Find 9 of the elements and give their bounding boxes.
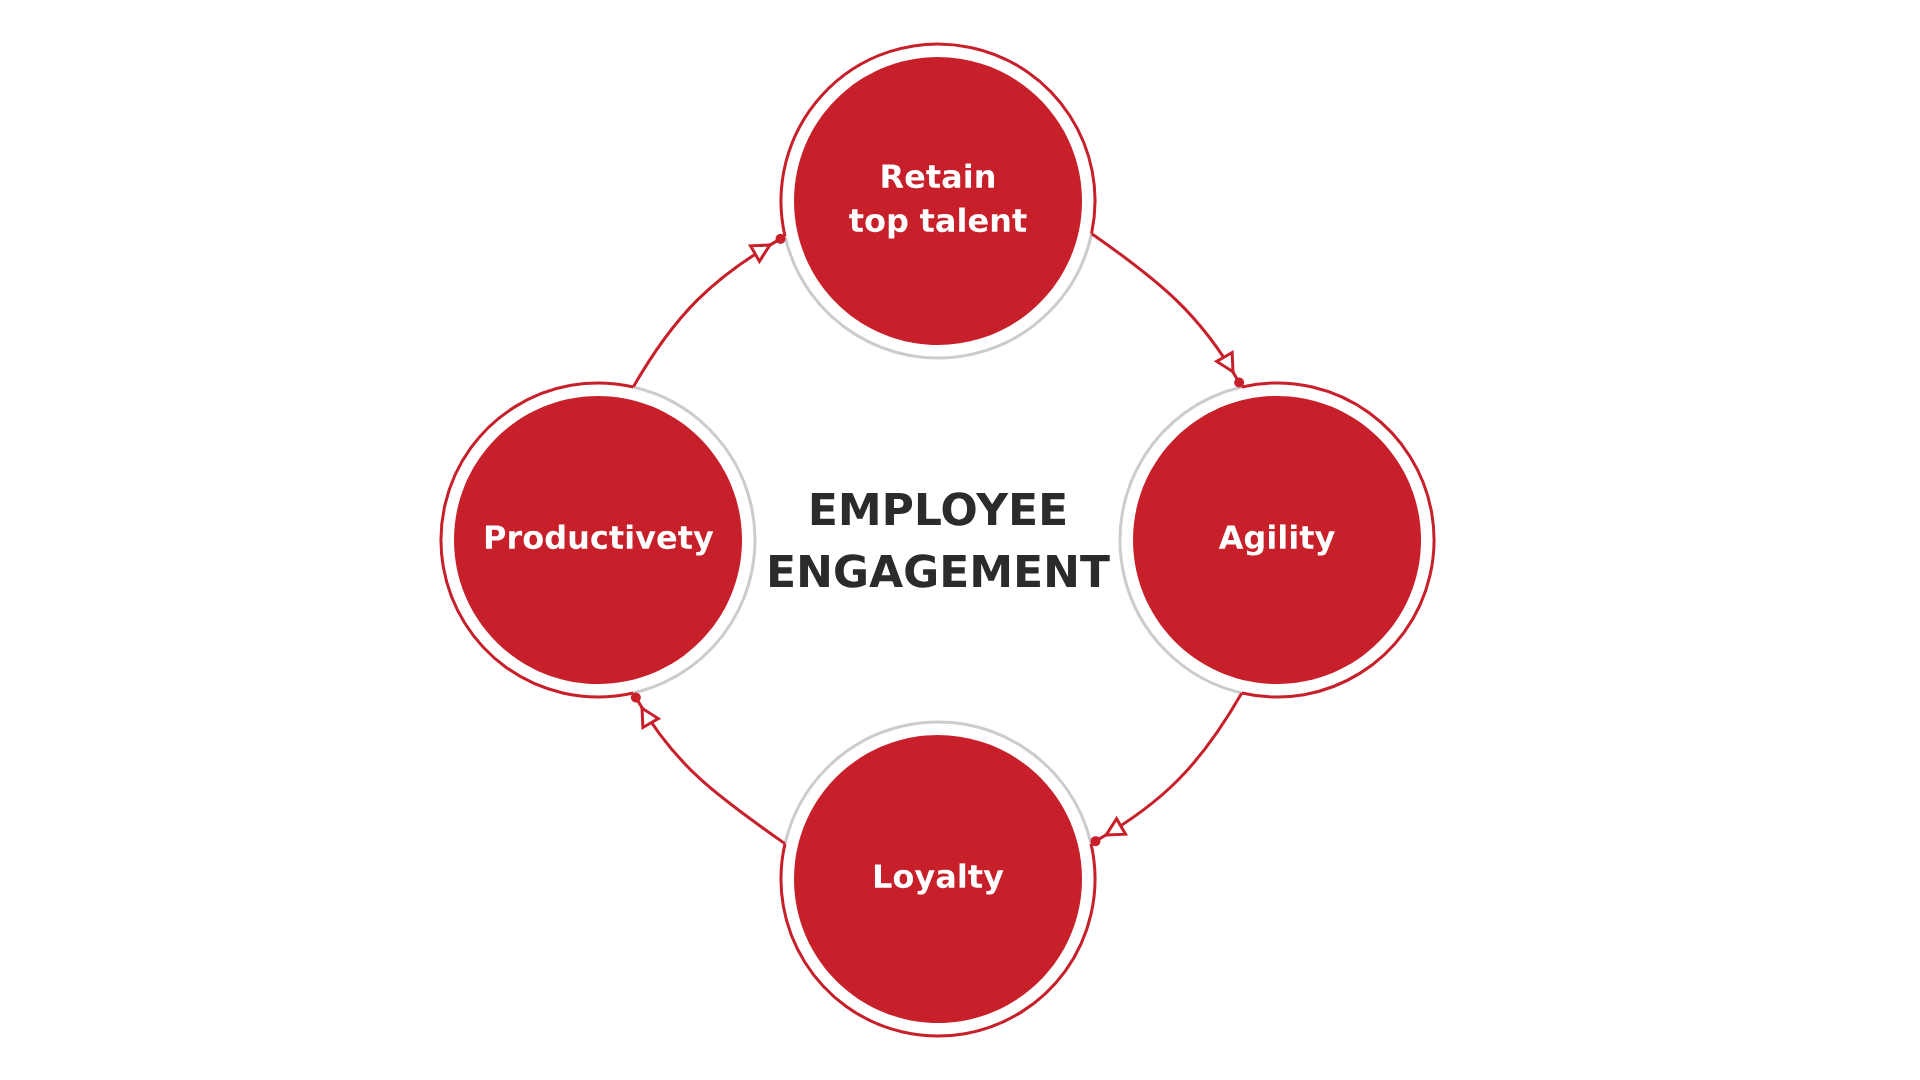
arrow: [630, 692, 786, 845]
circle-node: Retain top talent: [779, 42, 1097, 360]
arrow: [632, 233, 786, 388]
circle-node: Productivety: [439, 381, 757, 699]
circle-node: Loyalty: [779, 720, 1097, 1038]
circle-node: Agility: [1118, 381, 1436, 699]
arrow: [1090, 692, 1243, 847]
arrow: [1090, 232, 1245, 388]
center-title: EMPLOYEE ENGAGEMENT: [770, 492, 1110, 588]
